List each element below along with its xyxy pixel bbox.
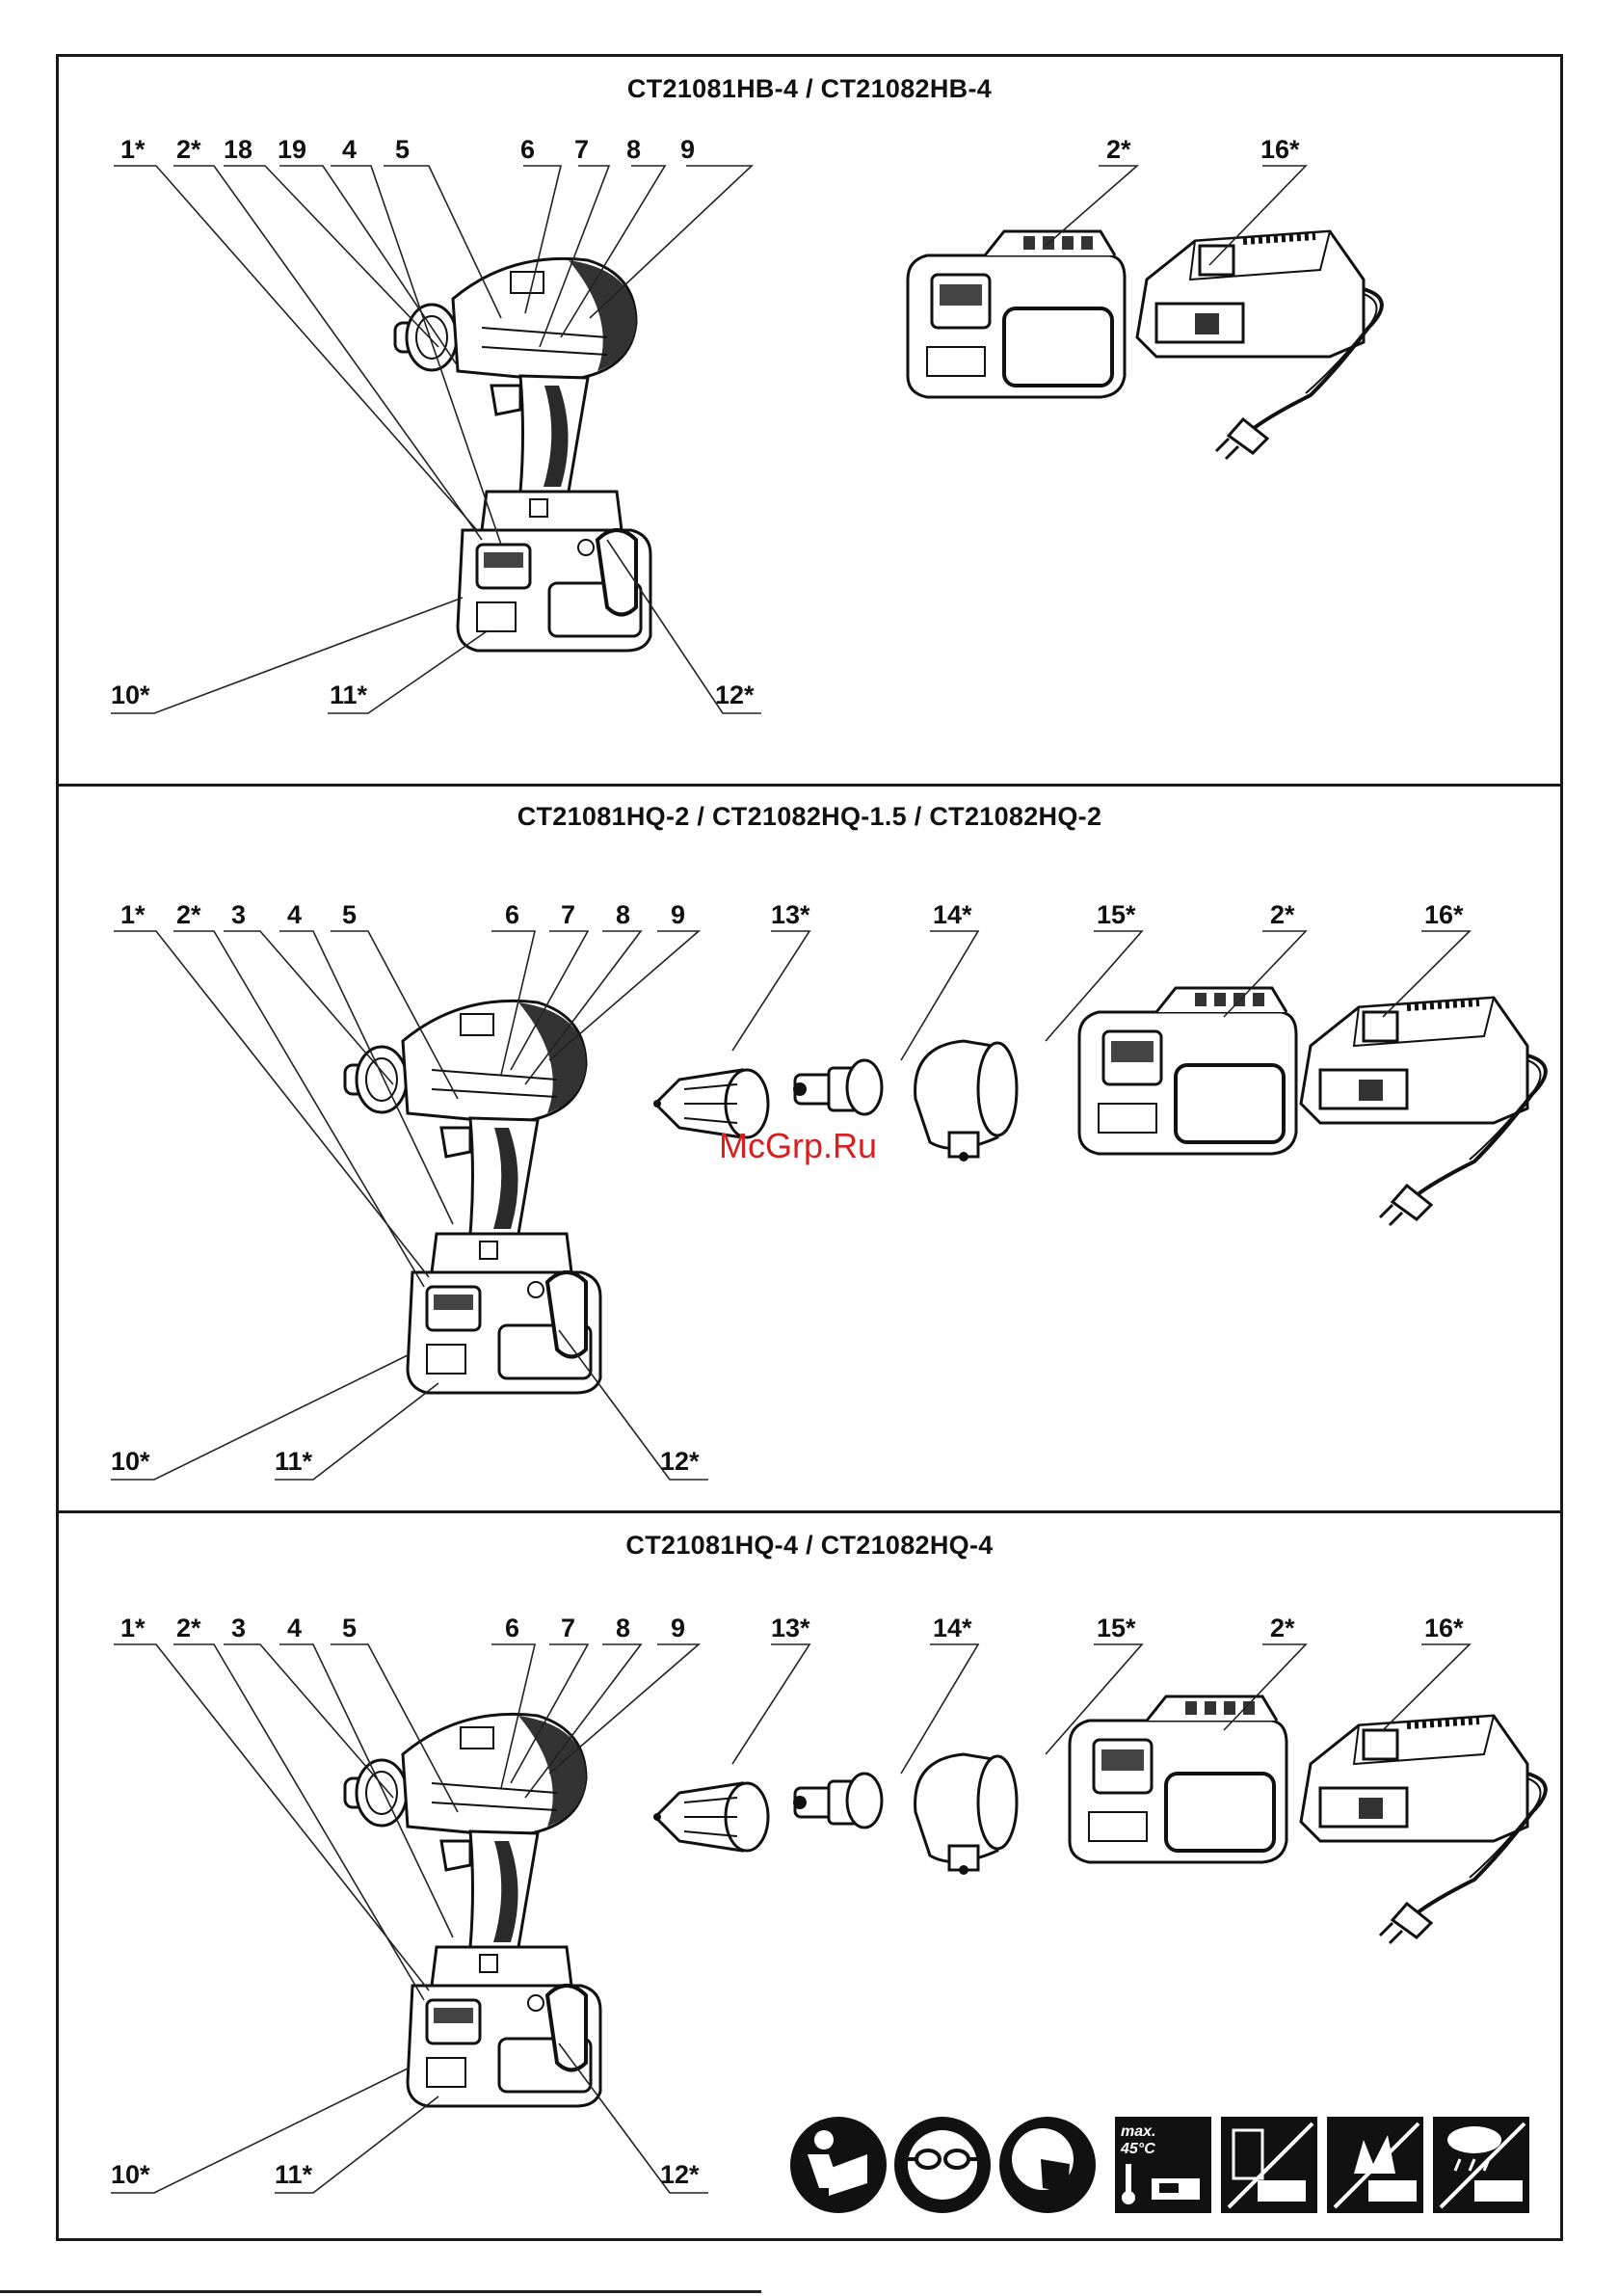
panel-hb-4: CT21081HB-4 / CT21082HB-4: [56, 54, 1563, 787]
panel-title: CT21081HQ-2 / CT21082HQ-1.5 / CT21082HQ-…: [59, 802, 1560, 832]
part-label: 16*: [1424, 1615, 1464, 1642]
part-label: 16*: [1424, 902, 1464, 928]
part-label: 13*: [771, 1615, 810, 1642]
part-label: 18: [224, 137, 252, 163]
part-label: 3: [231, 902, 246, 928]
part-label: 14*: [933, 1615, 972, 1642]
part-label: 10*: [111, 682, 150, 708]
part-label: 1*: [120, 1615, 146, 1642]
part-label: 2*: [1270, 902, 1295, 928]
part-label: 5: [342, 1615, 357, 1642]
part-label: 4: [287, 902, 302, 928]
panel-title: CT21081HB-4 / CT21082HB-4: [59, 74, 1560, 104]
part-label: 6: [505, 902, 519, 928]
part-label: 5: [342, 902, 357, 928]
part-label: 15*: [1097, 1615, 1136, 1642]
part-label: 15*: [1097, 902, 1136, 928]
part-label: 9: [671, 1615, 685, 1642]
part-label: 11*: [330, 682, 367, 708]
part-label: 9: [680, 137, 695, 163]
part-label: 7: [574, 137, 589, 163]
part-label: 1*: [120, 137, 146, 163]
part-label: 4: [287, 1615, 302, 1642]
part-label: 8: [616, 1615, 630, 1642]
part-label: 8: [626, 137, 641, 163]
part-label: 2*: [1106, 137, 1131, 163]
part-label: 11*: [275, 2162, 312, 2188]
footer-line: [0, 2290, 761, 2293]
part-label: 2*: [176, 137, 201, 163]
part-label: 9: [671, 902, 685, 928]
part-label: 12*: [660, 2162, 700, 2188]
part-label: 6: [520, 137, 535, 163]
part-label: 13*: [771, 902, 810, 928]
part-label: 2*: [1270, 1615, 1295, 1642]
part-label: 14*: [933, 902, 972, 928]
part-label: 11*: [275, 1449, 312, 1475]
part-label: 12*: [715, 682, 755, 708]
part-label: 10*: [111, 1449, 150, 1475]
watermark: McGrp.Ru: [719, 1126, 877, 1166]
part-label: 10*: [111, 2162, 150, 2188]
part-label: 12*: [660, 1449, 700, 1475]
part-label: 3: [231, 1615, 246, 1642]
part-label: 1*: [120, 902, 146, 928]
part-label: 7: [561, 902, 575, 928]
part-label: 5: [395, 137, 410, 163]
part-label: 16*: [1260, 137, 1300, 163]
part-label: 4: [342, 137, 357, 163]
panel-title: CT21081HQ-4 / CT21082HQ-4: [59, 1531, 1560, 1561]
part-label: 19: [278, 137, 306, 163]
part-label: 8: [616, 902, 630, 928]
part-label: 6: [505, 1615, 519, 1642]
part-label: 2*: [176, 902, 201, 928]
part-label: 2*: [176, 1615, 201, 1642]
part-label: 7: [561, 1615, 575, 1642]
